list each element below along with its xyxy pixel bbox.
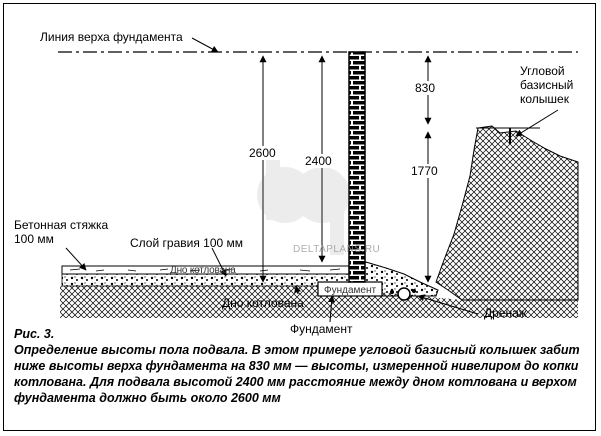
label-corner-stake: Угловой базисный колышек xyxy=(520,64,574,106)
figure-caption: Рис. 3. Определение высоты пола подвала.… xyxy=(14,326,589,406)
label-foundation-top-line: Линия верха фундамента xyxy=(40,30,183,44)
drain-pipe xyxy=(397,287,411,301)
dimension-2400: 2400 xyxy=(304,154,333,168)
label-pit-bottom-inner: Дно котлована xyxy=(170,265,236,276)
brick-wall xyxy=(348,51,366,283)
watermark-site: DELTAPLANS.RU xyxy=(293,244,381,255)
label-concrete-screed: Бетонная стяжка 100 мм xyxy=(14,218,109,246)
soil-slope xyxy=(435,125,579,301)
dimension-2600: 2600 xyxy=(248,146,277,160)
dimension-830: 830 xyxy=(414,81,437,95)
dimension-1770: 1770 xyxy=(410,164,439,178)
label-foundation: Фундамент xyxy=(290,322,353,336)
watermark-logo xyxy=(257,160,350,255)
caption-figure-number: Рис. 3. xyxy=(14,327,55,341)
label-gravel-layer: Слой гравия 100 мм xyxy=(130,236,244,250)
ground-under-floor xyxy=(60,286,578,318)
label-foundation-inner: Фундамент xyxy=(324,285,377,296)
caption-text: Определение высоты пола подвала. В этом … xyxy=(14,343,580,405)
label-drainage: Дренаж xyxy=(484,306,527,320)
label-pit-bottom: Дно котлована xyxy=(222,296,304,310)
